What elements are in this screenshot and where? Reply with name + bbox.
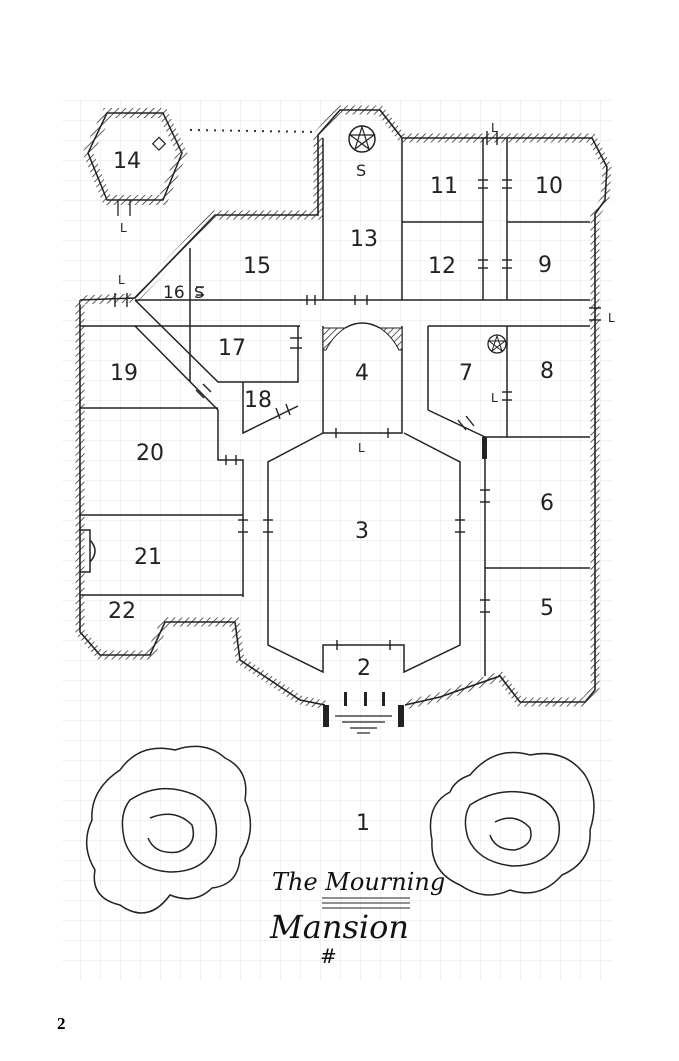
secret-door-marker: S <box>194 283 204 302</box>
interior-walls <box>80 138 590 676</box>
room-2: 2 <box>357 656 371 681</box>
room-1: 1 <box>356 811 370 836</box>
room-14: 14 <box>113 149 141 174</box>
room-12: 12 <box>428 254 456 279</box>
room-9: 9 <box>538 253 552 278</box>
map-markers: S S L L L L L L <box>118 121 615 455</box>
room-labels: 1 2 3 4 5 6 7 8 9 10 11 12 13 14 15 16 1… <box>108 149 563 836</box>
doors <box>114 131 601 650</box>
room-7: 7 <box>459 361 473 386</box>
pillars <box>323 437 487 727</box>
pentagram-icon <box>348 125 376 153</box>
room-8: 8 <box>540 359 554 384</box>
map-title: The Mourning Mansion # <box>269 868 445 968</box>
room-6: 6 <box>540 491 554 516</box>
ladder-marker: L <box>491 391 498 405</box>
graph-paper-grid <box>62 100 612 980</box>
room-22: 22 <box>108 599 136 624</box>
hex-tower-14 <box>82 108 319 216</box>
front-steps <box>335 715 392 734</box>
room-18: 18 <box>244 388 272 413</box>
room-3: 3 <box>355 519 369 544</box>
page-number: 2 <box>57 1014 66 1033</box>
room-10: 10 <box>535 174 563 199</box>
secret-door-marker: S <box>356 161 366 180</box>
outer-walls <box>75 105 612 710</box>
dotted-passage <box>189 129 319 133</box>
room-16: 16 <box>163 283 185 303</box>
ladder-marker: L <box>120 221 127 235</box>
room-15: 15 <box>243 254 271 279</box>
ladder-marker: L <box>118 273 125 287</box>
pentagram-icon <box>487 334 507 354</box>
room-4: 4 <box>355 361 369 386</box>
tree-right <box>429 751 595 896</box>
alcove-21 <box>80 529 91 573</box>
apse-corners <box>322 322 403 351</box>
room-20: 20 <box>136 441 164 466</box>
room-19: 19 <box>110 361 138 386</box>
room-13: 13 <box>350 227 378 252</box>
ladder-marker: L <box>491 121 498 135</box>
title-line-1: The Mourning <box>272 868 445 896</box>
room-5: 5 <box>540 596 554 621</box>
room-21: 21 <box>134 545 162 570</box>
room-17: 17 <box>218 336 246 361</box>
ladder-marker: L <box>358 441 365 455</box>
ladder-marker: L <box>608 311 615 325</box>
tree-left <box>86 745 252 914</box>
title-line-2: Mansion <box>269 908 409 946</box>
artist-signature: # <box>320 944 337 968</box>
room-11: 11 <box>430 174 458 199</box>
statue-icon <box>151 136 167 151</box>
